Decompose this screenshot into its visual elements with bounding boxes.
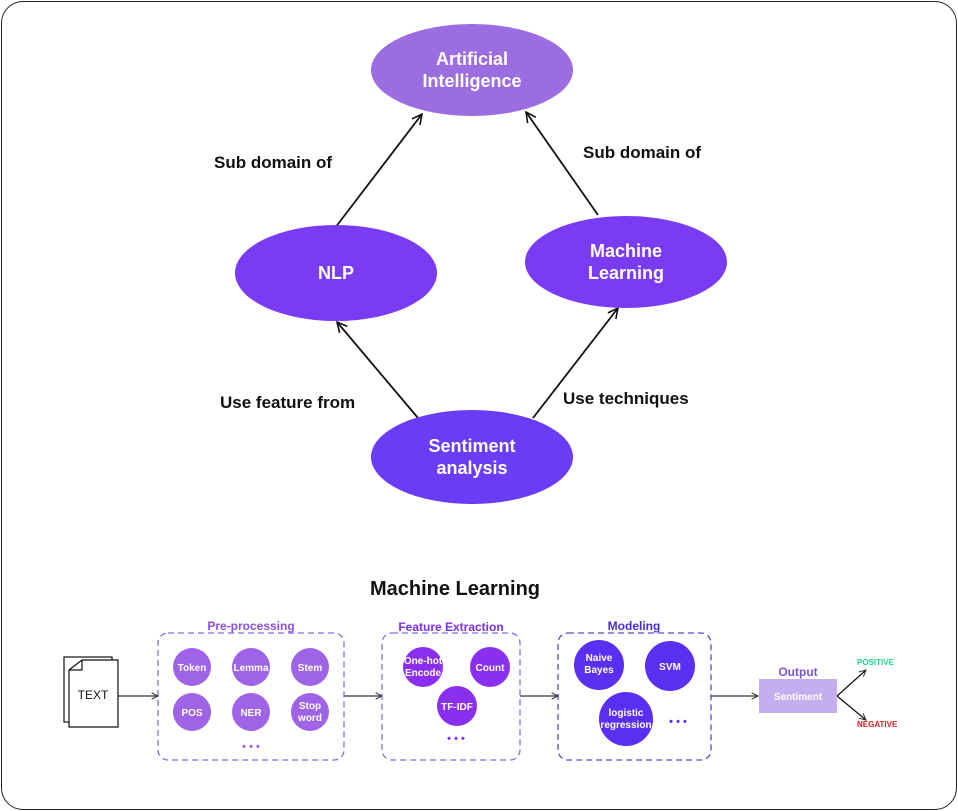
document-front-sheet (68, 659, 119, 728)
model-naivebayes-label-line1: Naive (586, 653, 613, 664)
edge-label-sentiment-ml: Use techniques (563, 389, 689, 408)
model-logistic-circle (599, 692, 653, 746)
node-nlp-label: NLP (318, 263, 354, 283)
model-naivebayes-label-line2: Bayes (584, 665, 614, 676)
modeling-box (557, 632, 712, 761)
output-sentiment-label: Sentiment (774, 692, 823, 703)
feature-extraction-stage: Feature Extraction One-hot Encode Count … (381, 620, 521, 761)
model-svm-label: SVM (659, 662, 681, 673)
preprocessing-title: Pre-processing (207, 619, 294, 633)
input-text-label: TEXT (78, 688, 109, 702)
preprocessing-pos-label: POS (181, 708, 202, 719)
edge-label-ml-ai: Sub domain of (583, 143, 701, 162)
pipeline-title: Machine Learning (370, 578, 540, 600)
node-ml-shape (525, 216, 727, 308)
node-ai: Artificial Intelligence (371, 24, 573, 116)
preprocessing-token-circle (173, 648, 211, 686)
output-stage: Output Sentiment POSITIVE NEGATIVE (759, 658, 898, 729)
feature-onehot-label-line2: Encode (405, 668, 442, 679)
feature-extraction-title: Feature Extraction (398, 620, 503, 634)
preprocessing-ner-label: NER (240, 708, 262, 719)
node-nlp: NLP (235, 225, 437, 321)
edge-label-sentiment-nlp: Use feature from (220, 393, 355, 412)
pipeline-arrows (118, 670, 866, 720)
edge-sentiment-to-nlp (337, 322, 419, 419)
model-logistic-label-line1: logistic (608, 708, 643, 719)
output-sentiment-box (759, 679, 837, 713)
feature-count-label: Count (476, 663, 506, 674)
preprocessing-stopword-circle (291, 693, 329, 731)
edge-ml-to-ai (526, 112, 599, 216)
edge-nlp-to-ai (334, 114, 422, 229)
node-ml-label-line2: Learning (588, 263, 664, 283)
node-sentiment-shape (371, 410, 573, 504)
feature-onehot-circle (403, 647, 443, 687)
arrow-output-to-negative (836, 695, 866, 720)
node-ml: Machine Learning (525, 216, 727, 308)
preprocessing-stopword-label-line1: Stop (299, 701, 321, 712)
edge-sentiment-to-ml (532, 308, 618, 419)
model-naivebayes-circle (574, 640, 624, 690)
modeling-ellipsis: • • • (669, 716, 687, 728)
node-ai-shape (371, 24, 573, 116)
preprocessing-stem-circle (291, 648, 329, 686)
model-svm-circle (645, 641, 695, 691)
feature-ellipsis: • • • (447, 733, 465, 745)
preprocessing-pos-circle (173, 693, 211, 731)
output-title: Output (778, 665, 817, 679)
feature-count-circle (470, 647, 510, 687)
modeling-stage: Modeling Naive Bayes SVM logistic regres… (557, 619, 712, 761)
preprocessing-lemma-circle (232, 648, 270, 686)
preprocessing-lemma-label: Lemma (233, 663, 268, 674)
preprocessing-stopword-label-line2: word (297, 713, 322, 724)
model-logistic-label-line2: regression (600, 720, 651, 731)
node-sentiment-label-line1: Sentiment (428, 436, 515, 456)
feature-tfidf-label: TF-IDF (441, 702, 473, 713)
edge-label-nlp-ai: Sub domain of (214, 153, 332, 172)
node-ml-label-line1: Machine (590, 241, 662, 261)
feature-tfidf-circle (437, 686, 477, 726)
feature-onehot-label-line1: One-hot (404, 656, 443, 667)
modeling-title: Modeling (608, 619, 661, 633)
preprocessing-box (157, 632, 345, 761)
preprocessing-ellipsis: • • • (242, 741, 260, 753)
node-sentiment-label-line2: analysis (436, 458, 507, 478)
node-ai-label-line1: Artificial (436, 49, 508, 69)
preprocessing-stem-label: Stem (298, 663, 323, 674)
node-nlp-shape (235, 225, 437, 321)
output-positive-label: POSITIVE (857, 658, 895, 667)
output-negative-label: NEGATIVE (857, 720, 898, 729)
arrow-output-to-positive (836, 670, 866, 697)
concept-edges (334, 112, 618, 419)
preprocessing-token-label: Token (178, 663, 207, 674)
node-ai-label-line2: Intelligence (422, 71, 521, 91)
preprocessing-stage: Pre-processing Token Lemma Stem POS NER … (157, 619, 345, 761)
feature-extraction-box (381, 632, 521, 761)
document-stack-icon: TEXT (63, 656, 119, 728)
node-sentiment: Sentiment analysis (371, 410, 573, 504)
preprocessing-ner-circle (232, 693, 270, 731)
document-fold (69, 660, 83, 671)
